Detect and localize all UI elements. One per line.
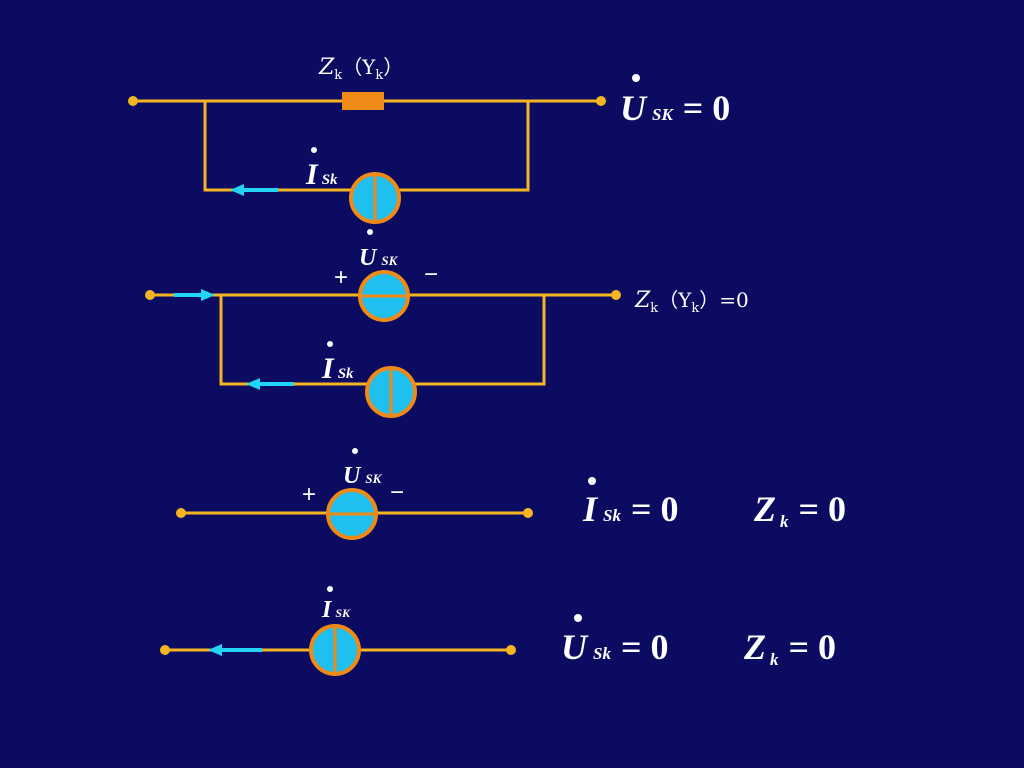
arrow-head-icon [201,289,215,301]
phasor-dot [574,614,582,622]
minus-sign: − [390,479,404,506]
phasor-dot [352,448,358,454]
terminal-node [523,508,533,518]
phasor-dot [327,341,333,347]
terminal-node [176,508,186,518]
impedance-element [342,92,384,110]
phasor-dot [632,74,640,82]
terminal-node [128,96,138,106]
element-label: Zk（Yk） [318,55,403,83]
terminal-node [611,290,621,300]
plus-sign: + [334,264,348,291]
minus-sign: − [424,261,438,288]
arrow-head-icon [208,644,222,656]
terminal-node [145,290,155,300]
terminal-node [160,645,170,655]
element-label: Zk（Yk）=0 [634,288,749,316]
plus-sign: + [302,481,316,508]
terminal-node [596,96,606,106]
arrow-head-icon [230,184,244,196]
phasor-dot [367,229,373,235]
terminal-node [506,645,516,655]
phasor-dot [327,586,333,592]
phasor-dot [311,147,317,153]
phasor-dot [588,477,596,485]
arrow-head-icon [246,378,260,390]
